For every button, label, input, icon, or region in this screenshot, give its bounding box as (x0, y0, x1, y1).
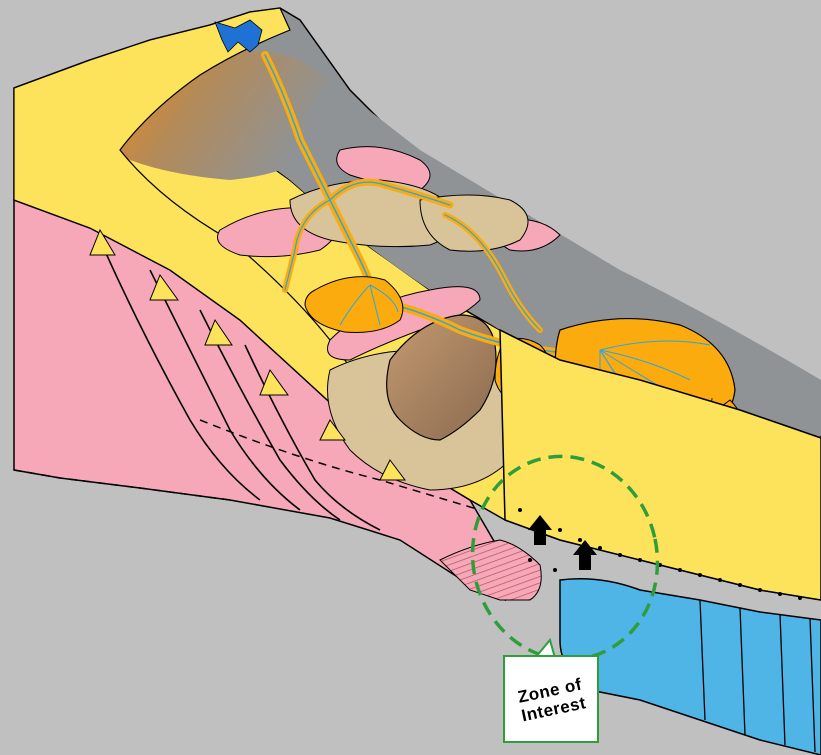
zone-of-interest-callout: Zone of Interest (503, 655, 599, 743)
callout-label: Zone of Interest (504, 672, 600, 728)
